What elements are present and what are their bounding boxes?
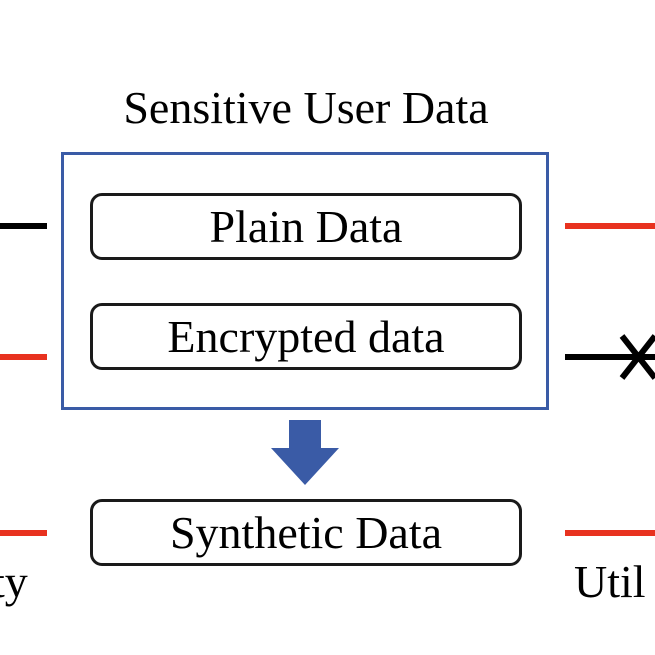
sensitive-data-group (61, 152, 549, 410)
left-edge-label: ty (0, 556, 28, 607)
cross-icon (619, 334, 655, 380)
diagram-title: Sensitive User Data (123, 82, 489, 133)
down-arrow-icon (271, 420, 339, 485)
right-edge-label: Util (574, 556, 646, 607)
encrypted-data-box: Encrypted data (90, 303, 522, 370)
synthetic-data-box: Synthetic Data (90, 499, 522, 566)
plain-data-box: Plain Data (90, 193, 522, 260)
